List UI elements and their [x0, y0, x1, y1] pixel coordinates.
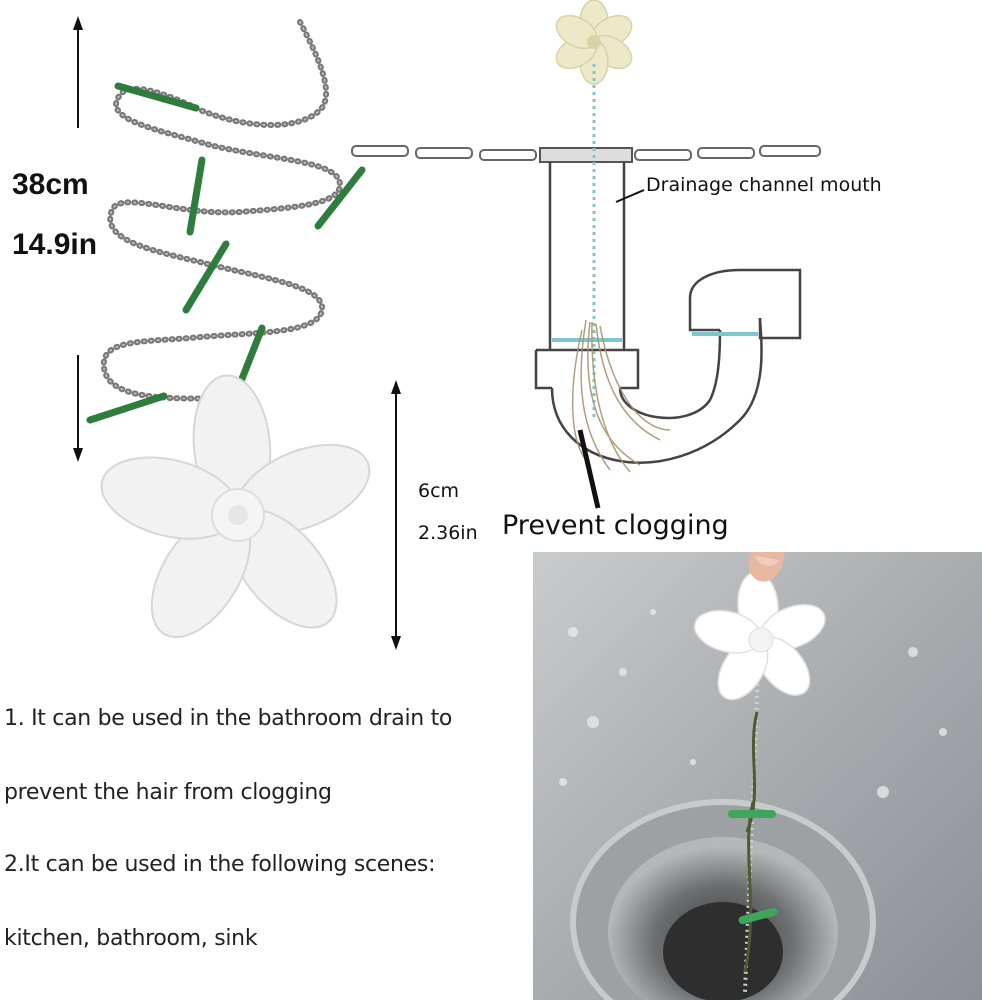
- sink-photo: [533, 552, 982, 1000]
- flower-stopper-icon: [555, 0, 633, 85]
- flower-stopper-icon: [693, 571, 826, 701]
- hand-icon: [748, 552, 785, 582]
- drain-pipe-diagram: [351, 0, 821, 509]
- chain-length-cm: 38cm: [12, 168, 89, 201]
- prevent-clogging-label: Prevent clogging: [502, 510, 729, 541]
- flower-stopper-icon: [100, 374, 371, 639]
- ball-chain-illustration: [73, 16, 401, 650]
- chain-length-in: 14.9in: [12, 228, 98, 261]
- description-line-1: 1. It can be used in the bathroom drain …: [4, 706, 453, 731]
- description-line-4: kitchen, bathroom, sink: [4, 926, 258, 951]
- flower-size-cm: 6cm: [418, 480, 460, 502]
- description-line-3: 2.It can be used in the following scenes…: [4, 852, 436, 877]
- description-line-2: prevent the hair from clogging: [4, 780, 332, 805]
- drainage-mouth-label: Drainage channel mouth: [646, 174, 882, 196]
- flower-size-in: 2.36in: [418, 522, 478, 544]
